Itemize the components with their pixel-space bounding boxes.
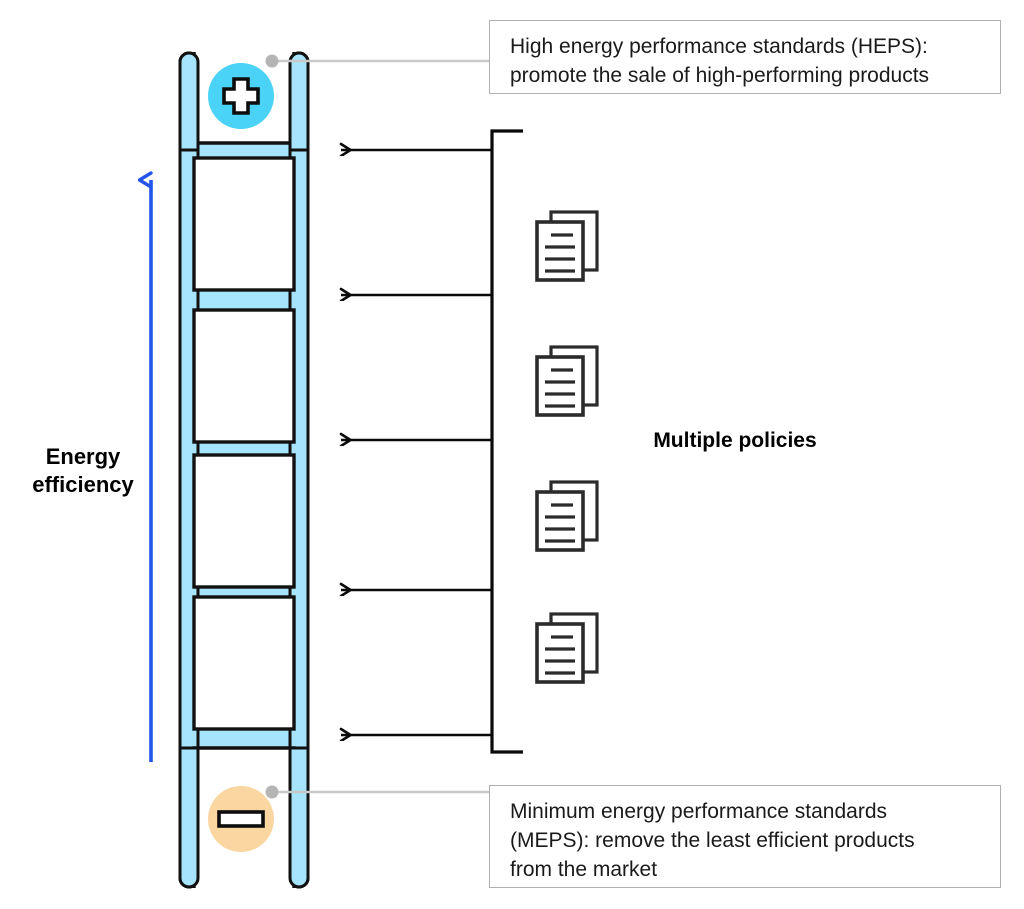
minus-icon — [217, 810, 265, 828]
ladder-cell-5 — [192, 156, 296, 292]
callout-meps: Minimum energy performance standards (ME… — [489, 785, 1001, 888]
documents-icon-3 — [535, 480, 599, 552]
documents-icon-2 — [535, 345, 599, 417]
ladder-cell-2 — [192, 595, 296, 731]
policy-bracket — [490, 129, 523, 754]
documents-icon-1 — [535, 210, 599, 282]
heps-plus-badge — [208, 63, 274, 129]
documents-icon-4 — [535, 612, 599, 684]
callout-connector-meps — [265, 785, 489, 799]
ladder-cell-3 — [192, 453, 296, 589]
energy-efficiency-label: Energy efficiency — [32, 444, 134, 497]
meps-minus-badge — [208, 786, 274, 852]
ladder-cell-4 — [192, 308, 296, 444]
ladder-rail-left-tip-top — [178, 51, 200, 152]
policy-arrows — [341, 150, 492, 735]
callout-connector-heps — [265, 54, 489, 68]
callout-heps: High energy performance standards (HEPS)… — [489, 20, 1001, 94]
ladder-rail-left-tip-bottom — [178, 746, 200, 889]
energy-ladder — [178, 51, 310, 889]
ladder-rail-right-tip-top — [288, 51, 310, 152]
ladder-rail-right-tip-bottom — [288, 746, 310, 889]
multiple-policies-label: Multiple policies — [653, 429, 817, 452]
plus-icon — [222, 77, 260, 115]
